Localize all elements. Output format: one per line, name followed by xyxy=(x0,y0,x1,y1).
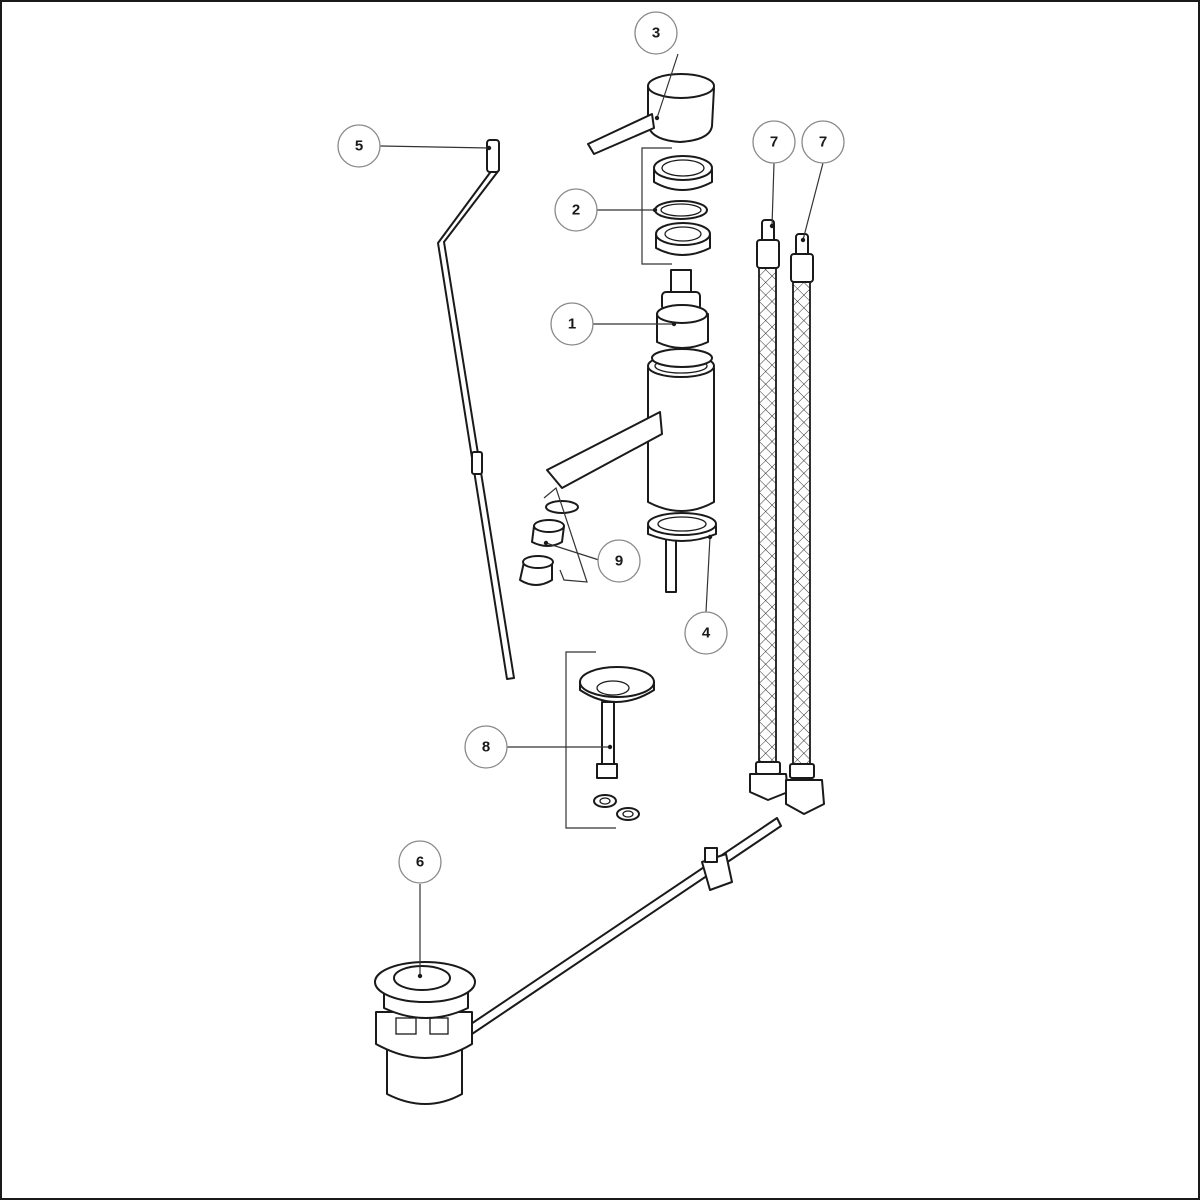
fixing-kit-part xyxy=(579,666,655,821)
callout-1-label: 1 xyxy=(568,316,576,333)
callout-4-label: 4 xyxy=(702,625,711,642)
callout-7a: 7 xyxy=(752,120,796,164)
flexible-hose-right-part xyxy=(785,233,825,815)
pop-up-waste-part xyxy=(374,817,782,1105)
callout-5: 5 xyxy=(337,124,381,168)
callout-2: 2 xyxy=(554,188,598,232)
flexible-hose-left-part xyxy=(749,219,789,801)
callout-4: 4 xyxy=(684,611,728,655)
callout-8-label: 8 xyxy=(482,739,490,756)
callout-7a-label: 7 xyxy=(770,134,778,151)
callout-5-label: 5 xyxy=(355,138,363,155)
cap-and-ring-set-part xyxy=(653,155,713,256)
callout-6: 6 xyxy=(398,840,442,884)
callout-8: 8 xyxy=(464,725,508,769)
base-ring-part xyxy=(647,512,717,542)
callout-2-label: 2 xyxy=(572,202,580,219)
callout-7b-label: 7 xyxy=(819,134,827,151)
callout-7b: 7 xyxy=(801,120,845,164)
mixer-body-part xyxy=(546,348,715,593)
lever-handle-part xyxy=(587,73,715,155)
callout-3-label: 3 xyxy=(652,25,660,42)
aerator-set-part xyxy=(519,500,579,586)
lift-rod-part xyxy=(437,139,515,680)
cartridge-part xyxy=(656,269,709,349)
callout-9: 9 xyxy=(597,539,641,583)
leader-lines xyxy=(379,53,824,979)
callout-9-label: 9 xyxy=(615,553,623,570)
callout-3: 3 xyxy=(634,11,678,55)
callout-1: 1 xyxy=(550,302,594,346)
grouping-brackets xyxy=(543,147,672,829)
callout-6-label: 6 xyxy=(416,854,424,871)
